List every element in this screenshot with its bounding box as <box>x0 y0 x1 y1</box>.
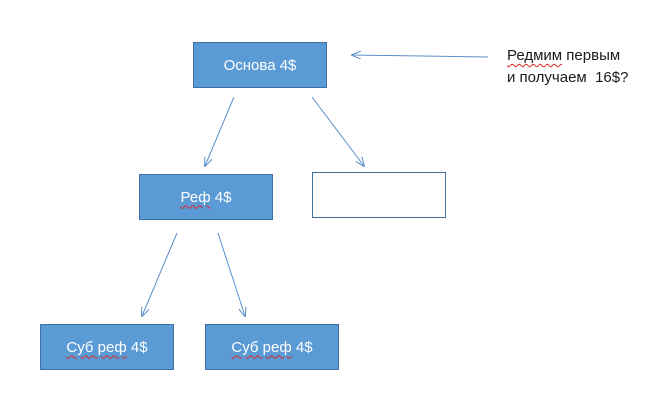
node-sub-ref-right-label: Суб реф 4$ <box>231 339 312 356</box>
arrow-note-to-root <box>352 55 489 57</box>
node-sub-ref-right: Суб реф 4$ <box>205 324 339 370</box>
node-ref-word: Реф <box>180 188 211 206</box>
node-root-label: Основа 4$ <box>223 56 297 74</box>
arrow-root-to-empty <box>311 96 364 166</box>
node-sub-ref-left: Суб реф 4$ <box>40 324 174 370</box>
node-sub-ref-right-word: Суб реф <box>231 338 292 356</box>
node-root: Основа 4$ <box>193 42 327 88</box>
arrow-ref-to-sub-right <box>217 232 245 316</box>
node-ref-amount: 4$ <box>214 188 232 206</box>
annotation-note-line2: и получаем 16$? <box>507 69 629 86</box>
annotation-note-line1-rest: первым <box>562 47 621 64</box>
node-ref: Реф 4$ <box>139 174 273 220</box>
node-sub-ref-left-word: Суб реф <box>66 338 127 356</box>
arrow-ref-to-sub-left <box>142 232 178 316</box>
node-ref-label: Реф 4$ <box>181 189 232 206</box>
node-sub-ref-right-amount: 4$ <box>295 338 313 356</box>
node-sub-ref-left-amount: 4$ <box>130 338 148 356</box>
annotation-note: Редмим первым и получаем 16$? <box>507 45 628 89</box>
annotation-note-word: Редмим <box>507 47 563 64</box>
arrow-root-to-ref <box>205 96 235 166</box>
node-empty <box>312 172 446 218</box>
node-sub-ref-left-label: Суб реф 4$ <box>66 339 147 356</box>
